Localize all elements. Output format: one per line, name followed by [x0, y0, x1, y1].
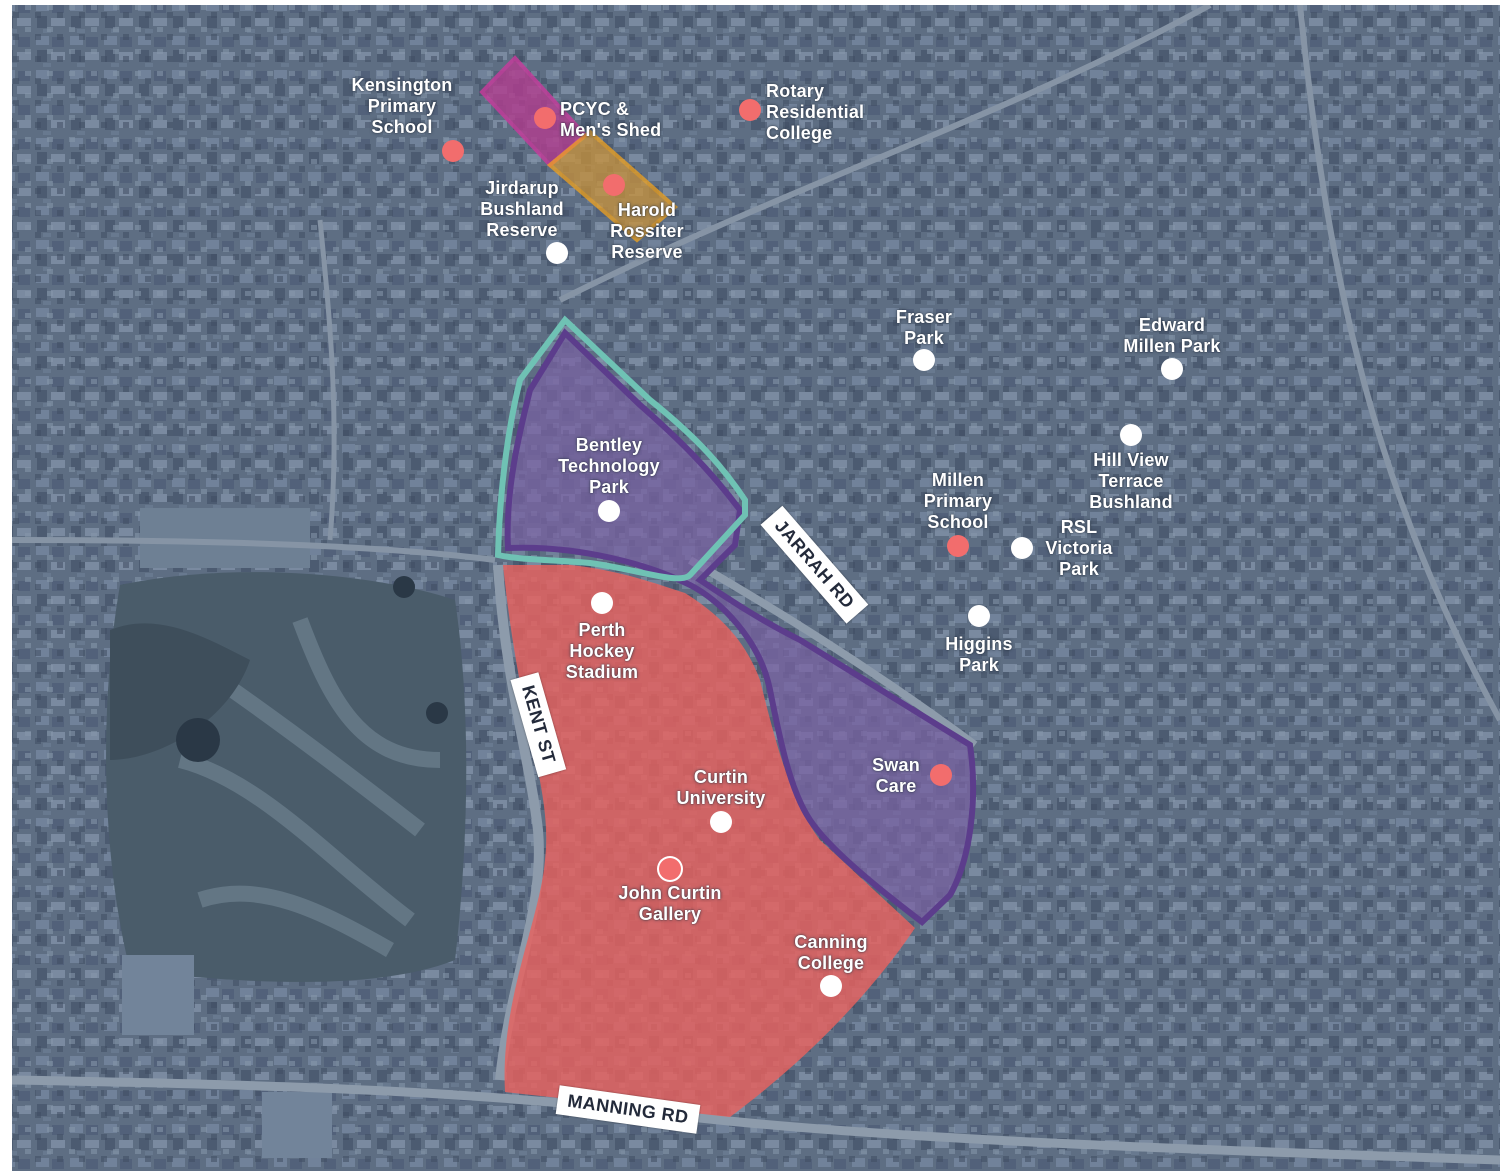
curtin-label: Curtin University [676, 767, 766, 808]
curtin-zone [503, 565, 915, 1117]
lake-3 [426, 702, 448, 724]
bentley-marker[interactable] [598, 500, 620, 522]
rsl-label: RSL Victoria Park [1045, 517, 1113, 579]
kensington-label: Kensington Primary School [351, 75, 453, 137]
bentley-label: Bentley Technology Park [558, 435, 660, 497]
swan-care-label: Swan Care [872, 755, 920, 796]
lake-1 [176, 718, 220, 762]
road-east [1297, 5, 1500, 722]
jirdarup-marker[interactable] [546, 242, 568, 264]
aerial-map[interactable]: JARRAH RD KENT ST MANNING RD Kensington … [12, 5, 1500, 1171]
canning-label: Canning College [794, 932, 868, 973]
jarrah-rd-line [688, 556, 978, 749]
rsl-marker[interactable] [1011, 537, 1033, 559]
pcyc-label: PCYC & Men's Shed [560, 99, 662, 140]
fraser-marker[interactable] [913, 349, 935, 371]
jirdarup-label: Jirdarup Bushland Reserve [480, 178, 564, 240]
swan-care-marker[interactable] [930, 764, 952, 786]
john-curtin-label: John Curtin Gallery [618, 883, 722, 924]
john-curtin-marker[interactable] [659, 858, 681, 880]
road-north [317, 219, 337, 541]
curtin-marker[interactable] [710, 811, 732, 833]
fraser-label: Fraser Park [895, 307, 953, 348]
millen-label: Millen Primary School [923, 470, 993, 532]
millen-marker[interactable] [947, 535, 969, 557]
playing-field-2 [262, 1092, 332, 1158]
harold-label: Harold Rossiter Reserve [610, 200, 684, 262]
hillview-marker[interactable] [1120, 424, 1142, 446]
edward-marker[interactable] [1161, 358, 1183, 380]
harold-marker[interactable] [603, 174, 625, 196]
rotary-marker[interactable] [739, 99, 761, 121]
sports-oval [140, 508, 310, 568]
lake-2 [393, 576, 415, 598]
edward-label: Edward Millen Park [1123, 315, 1221, 356]
kensington-marker[interactable] [442, 140, 464, 162]
trees-zone [110, 623, 250, 760]
golf-fairways [155, 617, 441, 957]
perth-hockey-label: Perth Hockey Stadium [565, 620, 639, 682]
map-canvas [12, 5, 1500, 1171]
manning-rd-line [12, 1075, 1500, 1165]
bentley-zone-outline [504, 328, 977, 926]
hillview-label: Hill View Terrace Bushland [1089, 450, 1173, 512]
pcyc-marker[interactable] [534, 107, 556, 129]
technology-park-outline [494, 315, 748, 582]
road-west [12, 537, 496, 563]
rotary-label: Rotary Residential College [766, 81, 865, 143]
higgins-label: Higgins Park [945, 634, 1013, 675]
higgins-marker[interactable] [968, 605, 990, 627]
albany-hwy-line [558, 5, 1212, 303]
playing-field [122, 955, 194, 1035]
perth-hockey-marker[interactable] [591, 592, 613, 614]
canning-marker[interactable] [820, 975, 842, 997]
